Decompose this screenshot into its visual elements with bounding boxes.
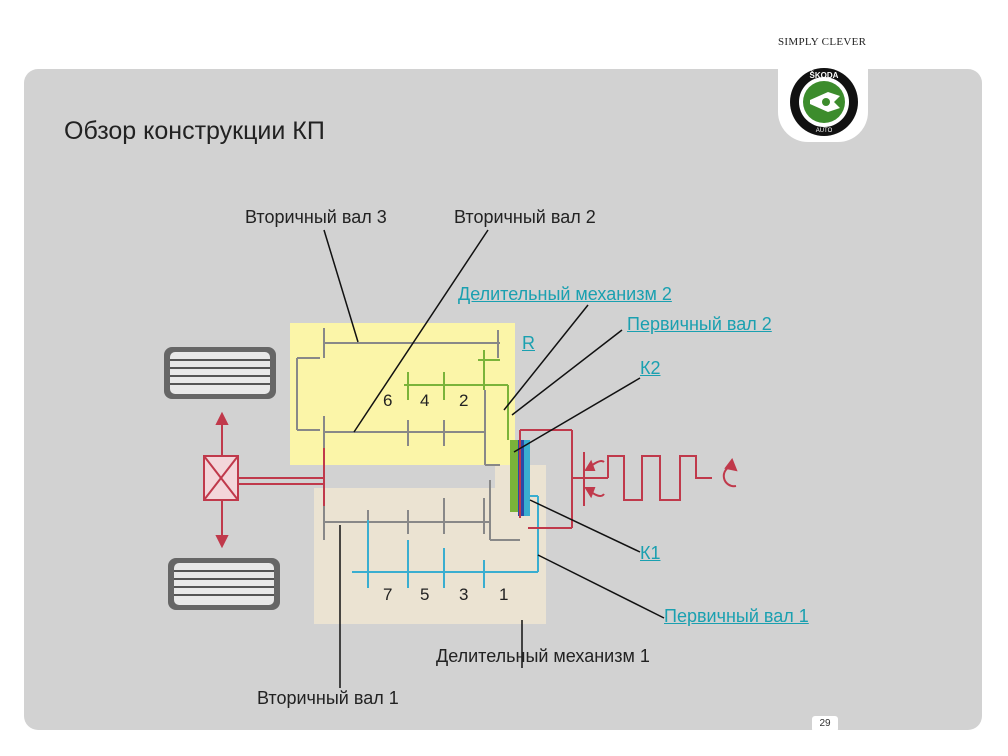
label-divider-1: Делительный механизм 1 bbox=[436, 646, 650, 666]
upper-wheel bbox=[164, 347, 276, 399]
label-secondary-shaft-1: Вторичный вал 1 bbox=[257, 688, 399, 708]
gear-3: 3 bbox=[459, 585, 469, 604]
skoda-logo: ŠKODA AUTO bbox=[790, 68, 858, 136]
slide-title: Обзор конструкции КП bbox=[64, 117, 325, 145]
k2-clutch-green bbox=[510, 440, 518, 512]
k1-clutch-blue bbox=[524, 440, 530, 516]
gear-5: 5 bbox=[420, 585, 430, 604]
link-k2[interactable]: К2 bbox=[640, 358, 661, 378]
logo-text-bottom: AUTO bbox=[816, 128, 833, 134]
clutch-housing bbox=[518, 429, 608, 529]
link-divider-2[interactable]: Делительный механизм 2 bbox=[458, 284, 672, 304]
label-secondary-shaft-3: Вторичный вал 3 bbox=[245, 207, 387, 227]
label-secondary-shaft-2: Вторичный вал 2 bbox=[454, 207, 596, 227]
differential bbox=[203, 411, 324, 549]
gear-6: 6 bbox=[383, 391, 393, 410]
engine-crankshaft bbox=[583, 452, 738, 506]
lower-housing-block bbox=[314, 488, 546, 624]
link-k1[interactable]: К1 bbox=[640, 543, 661, 563]
gear-4: 4 bbox=[420, 391, 430, 410]
primary-shaft-2 bbox=[404, 350, 509, 440]
gear-7: 7 bbox=[383, 585, 393, 604]
lower-wheel bbox=[168, 558, 280, 610]
link-primary-shaft-2[interactable]: Первичный вал 2 bbox=[627, 314, 772, 334]
link-primary-shaft-1[interactable]: Первичный вал 1 bbox=[664, 606, 809, 626]
gear-2: 2 bbox=[459, 391, 469, 410]
gear-1: 1 bbox=[499, 585, 509, 604]
leader-lines bbox=[323, 229, 665, 688]
upper-housing-block bbox=[290, 323, 515, 465]
brand-tagline: SIMPLY CLEVER bbox=[778, 36, 867, 48]
logo-text-top: ŠKODA bbox=[810, 71, 839, 80]
link-reverse-gear[interactable]: R bbox=[522, 333, 535, 353]
secondary-shaft-3 bbox=[296, 342, 500, 431]
page-number: 29 bbox=[812, 716, 838, 732]
